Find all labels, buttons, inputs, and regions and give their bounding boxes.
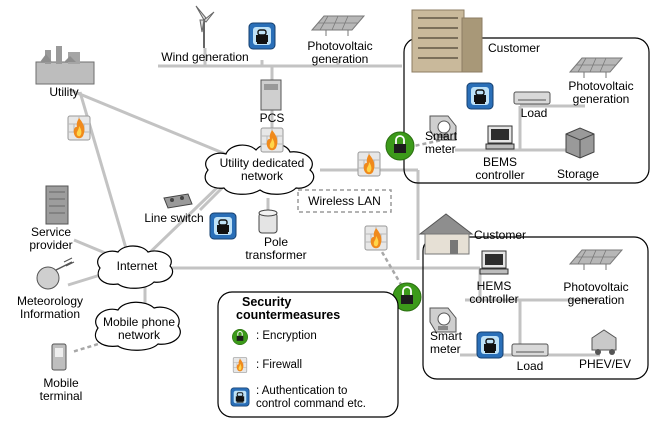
- auth-wind-icon: [248, 22, 276, 50]
- storage-icon: [565, 127, 595, 159]
- legend-encryption: : Encryption: [256, 330, 317, 342]
- link-utility-network: [69, 88, 241, 162]
- utility-network-cloud: [204, 142, 315, 195]
- label-pv-customer-bottom: Photovoltaic generation: [563, 280, 629, 307]
- bems-icon: [485, 125, 515, 150]
- label-internet: Internet: [116, 259, 158, 273]
- firewall-pcs-icon: [260, 127, 284, 153]
- phev-icon: [591, 329, 617, 355]
- label-meteorology: Meteorology Information: [16, 294, 84, 321]
- wind-turbine-icon: [195, 5, 215, 48]
- pcs-icon: [260, 79, 282, 111]
- legend-auth-icon: [230, 387, 250, 407]
- internet-cloud: [97, 245, 174, 289]
- auth-customer-bottom-icon: [476, 331, 504, 359]
- utility-plant-icon: [35, 46, 95, 85]
- customer-top-box: [403, 37, 650, 184]
- auth-customer-top-icon: [466, 82, 494, 110]
- auth-grid-icon: [209, 212, 237, 240]
- label-photovoltaic-top: Photovoltaic generation: [307, 39, 373, 66]
- label-wind-generation: Wind generation: [161, 50, 249, 64]
- label-smart-meter-bottom: Smart meter: [430, 329, 463, 356]
- pv-customer-top-icon: [569, 57, 623, 79]
- label-bems: BEMS controller: [475, 155, 525, 182]
- label-utility: Utility: [49, 85, 79, 99]
- label-pcs: PCS: [259, 111, 285, 125]
- mobile-terminal-icon: [51, 343, 67, 371]
- hems-icon: [479, 250, 509, 275]
- label-phev: PHEV/EV: [578, 357, 632, 371]
- pv-customer-bottom-icon: [569, 249, 623, 271]
- firewall-utility-icon: [67, 115, 91, 141]
- label-service-provider: Service provider: [29, 225, 73, 252]
- load-bottom-icon: [511, 343, 549, 357]
- legend-firewall: : Firewall: [256, 359, 303, 371]
- service-provider-icon: [45, 185, 69, 225]
- link-network-internet: [138, 178, 227, 264]
- label-wireless-lan: Wireless LAN: [308, 194, 381, 208]
- label-load-bottom: Load: [516, 359, 544, 373]
- label-customer-bottom: Customer: [474, 228, 527, 242]
- legend-encryption-icon: [231, 328, 249, 346]
- legend-title: Security countermeasures: [236, 295, 341, 322]
- label-hems: HEMS controller: [469, 279, 519, 306]
- legend-firewall-icon: [232, 357, 248, 373]
- legend-authentication: : Authentication to control command etc.: [256, 385, 366, 410]
- house-icon: [418, 213, 474, 255]
- label-load-top: Load: [520, 106, 548, 120]
- pole-transformer-icon: [258, 209, 278, 234]
- pv-top-icon: [311, 15, 365, 37]
- customer-bottom-box: [422, 236, 649, 380]
- legend-box: [217, 291, 399, 418]
- label-smart-meter-top: Smart meter: [425, 129, 458, 156]
- label-pole-transformer: Pole transformer: [245, 235, 307, 262]
- lock-top-icon: [385, 131, 415, 161]
- label-pv-customer-top: Photovoltaic generation: [568, 79, 634, 106]
- line-switch-icon: [163, 193, 193, 209]
- office-building-icon: [411, 9, 483, 73]
- label-mobile-network: Mobile phone network: [102, 315, 176, 342]
- label-mobile-terminal: Mobile terminal: [39, 376, 83, 403]
- wireless-lan-box: [297, 189, 392, 213]
- link-linesw-network: [198, 183, 227, 212]
- label-storage: Storage: [556, 167, 600, 181]
- meteorology-icon: [36, 257, 75, 290]
- label-utility-network: Utility dedicated network: [219, 156, 305, 183]
- load-top-icon: [513, 91, 551, 105]
- firewall-customer-top-icon: [357, 151, 381, 177]
- firewall-lan-icon: [364, 225, 388, 251]
- label-customer-top: Customer: [488, 41, 541, 55]
- label-line-switch: Line switch: [144, 211, 204, 225]
- mobile-network-cloud: [94, 301, 181, 351]
